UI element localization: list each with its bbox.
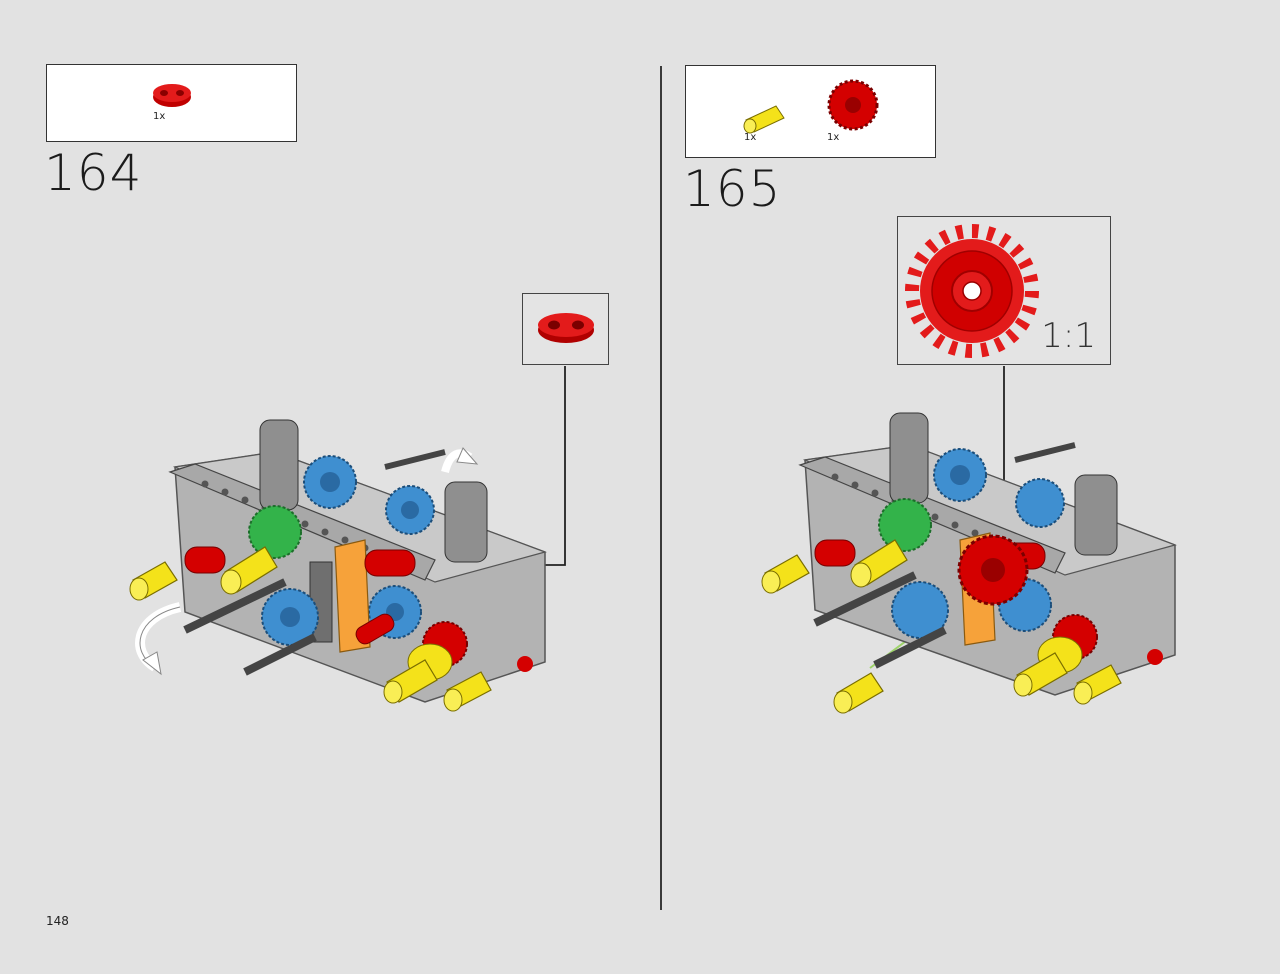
part-quantity: 1x [827,132,840,143]
part-quantity: 1x [744,132,757,143]
gearbox-assembly-illustration [129,419,547,712]
red-gear-icon [905,224,1039,358]
page-divider [660,66,662,910]
step-number: 165 [683,160,782,218]
red-gear-icon [827,79,879,131]
scale-label: 1:1 [1041,316,1096,356]
yellow-axle-connector-icon [743,105,785,134]
page-number: 148 [46,914,69,928]
red-connector-icon [538,313,594,343]
parts-list-step-164: 1x [46,64,297,142]
part-callout-red-connector [522,293,609,365]
step-number: 164 [44,144,143,202]
part-quantity: 1x [153,111,166,122]
parts-list-step-165: 1x 1x [685,65,936,158]
gearbox-assembly-illustration [761,412,1177,714]
scale-callout-red-gear: 1:1 [897,216,1111,365]
red-connector-icon [153,84,191,107]
